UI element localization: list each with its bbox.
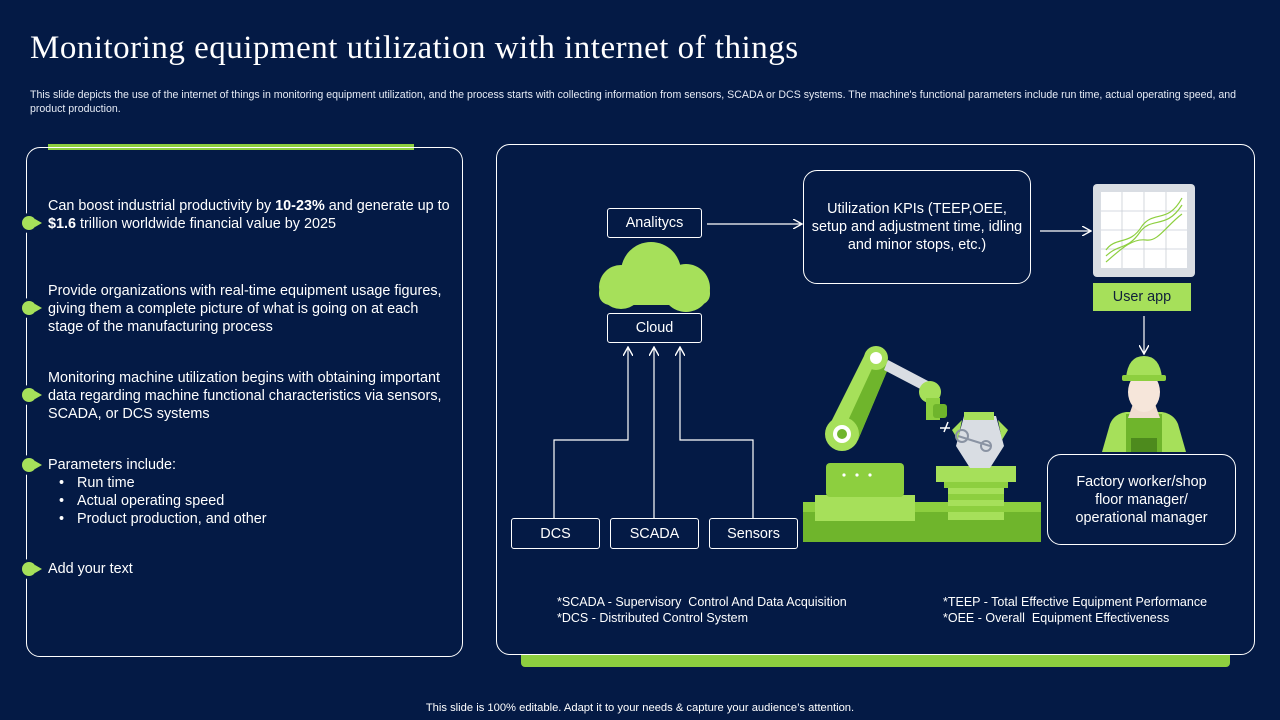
right-accent-bar [521, 655, 1230, 667]
analytics-node: Analitycs [607, 208, 702, 238]
parameter-item: Actual operating speed [59, 492, 453, 510]
bullet-1-bold-a: 10-23% [275, 198, 325, 214]
worker-node: Factory worker/shop floor manager/ opera… [1047, 454, 1236, 545]
sensors-node: Sensors [709, 518, 798, 549]
editable-note: This slide is 100% editable. Adapt it to… [425, 702, 855, 714]
bullet-marker-1 [22, 216, 42, 230]
cloud-icon [599, 242, 710, 312]
robot-arm-illustration [803, 346, 1041, 542]
scada-node: SCADA [610, 518, 699, 549]
source-connectors [553, 224, 1144, 518]
dcs-connector [553, 348, 628, 518]
bullet-marker-2 [22, 301, 42, 315]
bullet-1-bold-b: $1.6 [48, 216, 77, 232]
parameters-heading: Parameters include: [48, 457, 176, 473]
cloud-node: Cloud [607, 313, 702, 343]
bullet-productivity: Can boost industrial productivity by 10-… [48, 197, 453, 233]
parameters-list: Run time Actual operating speed Product … [48, 474, 453, 528]
bullet-marker-5 [22, 562, 42, 576]
bullet-realtime: Provide organizations with real-time equ… [48, 283, 442, 335]
monitor-icon [1093, 184, 1195, 277]
parameter-item: Run time [59, 474, 453, 492]
bullet-parameters: Parameters include: Run time Actual oper… [48, 456, 453, 528]
sensors-connector [680, 348, 754, 518]
bullet-marker-3 [22, 388, 42, 402]
kpi-node: Utilization KPIs (TEEP,OEE, setup and ad… [803, 170, 1031, 284]
bullet-monitoring: Monitoring machine utilization begins wi… [48, 370, 442, 422]
slide-subtitle: This slide depicts the use of the intern… [30, 89, 1237, 115]
worker-icon [1102, 356, 1186, 452]
bullet-1-text-b: and generate up to [324, 198, 450, 214]
left-info-panel [26, 147, 463, 657]
parameter-item: Product production, and other [59, 510, 453, 528]
diagram-panel [496, 144, 1255, 655]
user-app-label: User app [1093, 283, 1191, 311]
slide-title: Monitoring equipment utilization with in… [30, 30, 799, 66]
footnote-scada-dcs: *SCADA - Supervisory Control And Data Ac… [557, 595, 847, 625]
footnote-teep-oee: *TEEP - Total Effective Equipment Perfor… [943, 595, 1208, 625]
bullet-1-text-a: Can boost industrial productivity by [48, 198, 276, 214]
bullet-add-text: Add your text [48, 561, 133, 577]
bullet-1-text-c: trillion worldwide financial value by 20… [76, 216, 336, 232]
dcs-node: DCS [511, 518, 600, 549]
bullet-marker-4 [22, 458, 42, 472]
